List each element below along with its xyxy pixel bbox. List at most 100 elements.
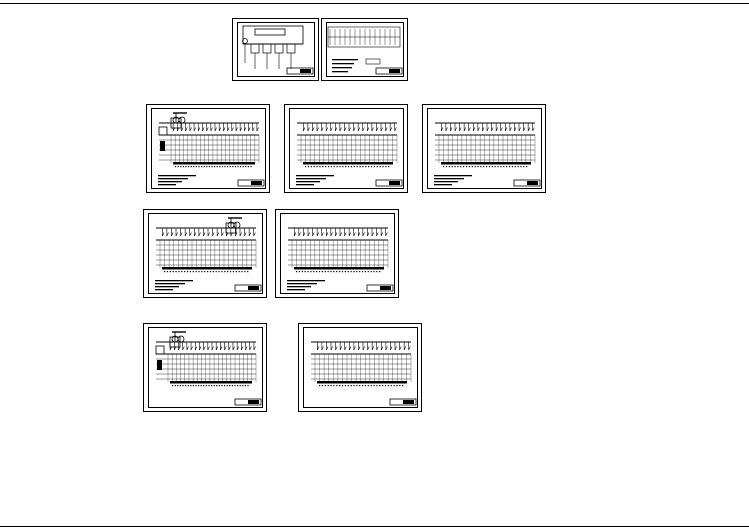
drawing-sheet-8[interactable] — [143, 323, 267, 412]
breaker-symbol — [186, 346, 189, 351]
breaker-symbol — [236, 346, 240, 351]
label-dot — [298, 271, 301, 273]
label-dot — [237, 166, 239, 168]
label-dot — [443, 166, 445, 168]
label-dot — [356, 166, 358, 168]
label-dot — [212, 271, 214, 273]
note-text-line — [155, 289, 173, 291]
meter-symbol — [178, 116, 186, 124]
bottom-rule — [0, 526, 749, 527]
label-dot — [301, 271, 303, 273]
breaker-symbol — [454, 127, 457, 132]
label-dot — [231, 385, 233, 387]
breaker-symbol — [253, 346, 256, 351]
breaker-symbol — [216, 232, 220, 237]
note-text-line — [158, 175, 196, 177]
breaker-symbol — [218, 127, 222, 132]
label-dot — [201, 271, 203, 273]
label-dot — [494, 166, 496, 168]
label-dot — [345, 166, 347, 168]
breaker-symbol — [231, 127, 234, 132]
drawing-sheet-3[interactable] — [146, 104, 270, 193]
cabinet-box — [274, 43, 284, 54]
drawing-sheet-9[interactable] — [298, 323, 422, 412]
label-dot — [234, 166, 236, 168]
label-dot — [209, 271, 212, 273]
label-dot — [480, 166, 482, 168]
label-dot — [359, 385, 361, 387]
label-dot — [227, 166, 229, 168]
breaker-symbol — [235, 127, 238, 132]
drawing-sheet-1[interactable] — [232, 18, 319, 81]
breaker-symbol — [207, 232, 210, 237]
label-dot — [203, 385, 205, 387]
sheet-drawing — [242, 25, 314, 75]
label-dot — [376, 271, 378, 273]
label-dot — [368, 166, 370, 168]
breaker-symbol — [330, 127, 333, 132]
label-dot — [488, 166, 491, 168]
drawing-sheet-4[interactable] — [284, 104, 408, 193]
breaker-symbol — [357, 127, 361, 132]
label-dot — [344, 271, 346, 273]
label-dot — [325, 166, 327, 168]
breaker-symbol — [215, 346, 219, 351]
label-dot — [319, 385, 321, 387]
note-text-line — [287, 280, 325, 282]
breaker-symbol — [244, 232, 247, 237]
breaker-symbol — [518, 127, 521, 132]
label-dot — [201, 166, 203, 168]
label-dot — [477, 166, 479, 168]
label-dot — [399, 385, 401, 387]
drawing-sheet-7[interactable] — [275, 209, 399, 298]
label-dot — [373, 271, 375, 273]
label-dot — [388, 166, 390, 168]
breaker-symbol — [181, 127, 184, 132]
breaker-symbol — [339, 127, 342, 132]
label-dot — [460, 166, 462, 168]
breaker-symbol — [253, 232, 256, 237]
note-text-line — [296, 178, 326, 180]
breaker-symbol — [394, 127, 397, 132]
note-text-line — [434, 178, 464, 180]
label-dot — [232, 271, 234, 273]
label-dot — [359, 271, 361, 273]
cabinet-box — [250, 43, 260, 54]
breaker-symbol — [248, 127, 251, 132]
breaker-symbol — [239, 232, 242, 237]
breaker-symbol — [220, 346, 223, 351]
label-dot — [333, 166, 335, 168]
breaker-symbol — [362, 232, 365, 237]
breaker-symbol — [256, 127, 259, 132]
cabinet-box — [286, 43, 296, 54]
breaker-symbol — [380, 127, 383, 132]
label-dot — [200, 385, 202, 387]
label-dot — [350, 166, 353, 168]
breaker-symbol — [307, 232, 310, 237]
label-dot — [474, 166, 476, 168]
label-dot — [324, 271, 326, 273]
breaker-symbol — [477, 127, 480, 132]
drawing-sheet-5[interactable] — [422, 104, 546, 193]
note-text-line — [158, 184, 176, 186]
title-block-logo — [380, 286, 391, 290]
label-dot — [511, 166, 513, 168]
breaker-symbol — [389, 127, 393, 132]
sheet-drawing — [155, 331, 262, 406]
breaker-symbol — [316, 232, 320, 237]
breaker-symbol — [330, 346, 333, 351]
thick-band — [162, 267, 252, 270]
drawing-sheet-2[interactable] — [321, 18, 408, 81]
label-dot — [333, 385, 335, 387]
label-dot — [186, 271, 189, 273]
label-dot — [214, 166, 216, 168]
label-dot — [365, 166, 367, 168]
label-dot — [250, 166, 252, 168]
label-dot — [327, 271, 329, 273]
label-dot — [208, 166, 210, 168]
drawing-sheet-6[interactable] — [143, 209, 267, 298]
label-dot — [238, 271, 240, 273]
label-dot — [336, 385, 338, 387]
sheet-drawing — [327, 26, 403, 75]
label-dot — [169, 271, 171, 273]
